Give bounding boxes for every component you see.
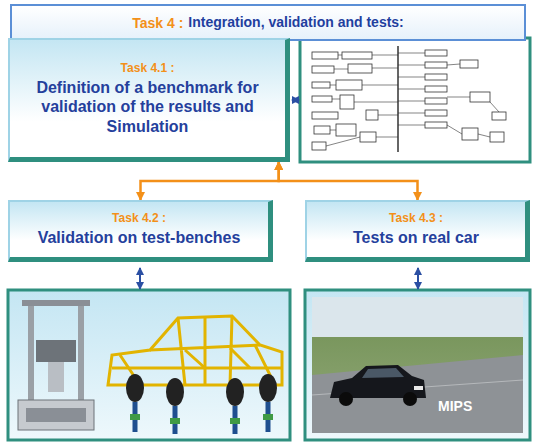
- task-number: Task 4.2 :: [112, 211, 166, 225]
- task-number: Task 4 :: [132, 15, 183, 31]
- task-title: Validation on test-benches: [38, 228, 241, 247]
- orange-connector: [141, 162, 279, 200]
- orange-connector: [279, 162, 418, 200]
- task-box: Task 4.3 : Tests on real car: [305, 200, 530, 262]
- task-box: Task 4.1 : Definition of a benchmark for …: [8, 38, 290, 162]
- simulation-panel: [300, 38, 530, 162]
- task-number: Task 4.1 :: [121, 61, 175, 75]
- photo-label: MIPS: [438, 398, 472, 414]
- task-title: Tests on real car: [353, 228, 479, 247]
- task-title: Definition of a benchmark for validation…: [20, 78, 275, 136]
- title-bar: Task 4 : Integration, validation and test…: [10, 4, 526, 41]
- task-box: Task 4.2 : Validation on test-benches: [8, 200, 273, 262]
- test-bench-panel: [8, 290, 290, 440]
- task-title: Integration, validation and tests:: [188, 14, 403, 31]
- test-bench: [18, 300, 94, 430]
- actuators: [126, 374, 277, 434]
- car: [330, 365, 426, 406]
- car-photo-panel: [305, 290, 530, 440]
- task-number: Task 4.3 :: [389, 211, 443, 225]
